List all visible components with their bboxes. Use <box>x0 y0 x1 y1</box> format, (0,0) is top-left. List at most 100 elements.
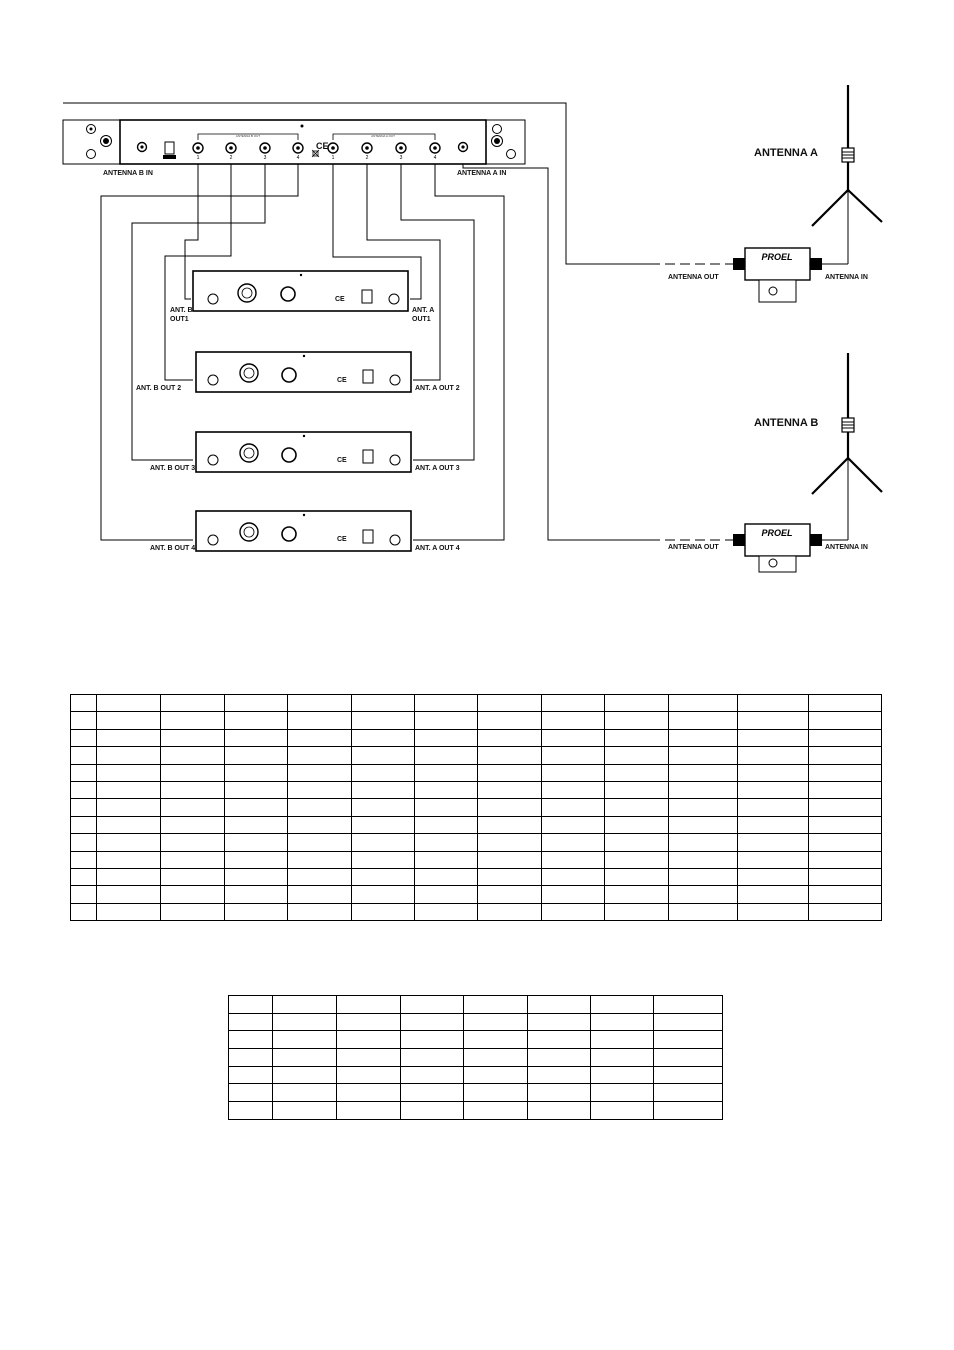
table-cell <box>70 850 97 869</box>
b-port-1: 1 <box>197 155 200 161</box>
antenna-a-in-label: ANTENNA A IN <box>457 170 506 177</box>
table-cell <box>287 763 352 782</box>
wiring-lines <box>63 102 735 541</box>
antenna-a-icon <box>811 85 883 264</box>
table-cell <box>463 1083 528 1103</box>
table-cell <box>414 763 478 782</box>
b-port-4: 4 <box>297 155 300 161</box>
table-cell <box>96 798 161 817</box>
ce-mark: CE <box>335 296 345 303</box>
table-cell <box>527 1048 591 1067</box>
table-cell <box>96 780 161 800</box>
table-cell <box>477 780 542 800</box>
table-cell <box>737 763 809 782</box>
table-cell <box>160 780 225 800</box>
table-cell <box>272 1083 337 1103</box>
table-cell <box>463 1065 528 1085</box>
table-cell <box>287 780 352 800</box>
table-cell <box>160 885 225 904</box>
table-cell <box>228 1012 273 1032</box>
b-out-jacks: 1 2 3 4 <box>192 142 304 161</box>
table-cell <box>224 746 288 765</box>
table-cell <box>96 833 161 852</box>
table-cell <box>96 693 161 713</box>
table-cell <box>527 1101 591 1120</box>
table-cell <box>287 867 352 887</box>
table-cell <box>414 885 478 904</box>
table-cell <box>808 728 882 748</box>
table-cell <box>653 1048 723 1067</box>
table-cell <box>351 885 415 904</box>
table-cell <box>414 711 478 730</box>
receiver-1: CE <box>192 270 409 312</box>
table-cell <box>224 780 288 800</box>
table-cell <box>463 995 528 1014</box>
ant-b-out3-label: ANT. B OUT 3 <box>150 465 195 472</box>
table-cell <box>737 780 809 800</box>
table-cell <box>224 850 288 869</box>
table-cell <box>653 1083 723 1103</box>
table-cell <box>70 885 97 904</box>
table-cell <box>604 711 669 730</box>
table-cell <box>477 902 542 922</box>
table-cell <box>737 902 809 922</box>
table-cell <box>668 867 738 887</box>
table-cell <box>414 850 478 869</box>
receiver-4: CE <box>195 510 412 552</box>
a-port-2: 2 <box>366 155 369 161</box>
table-cell <box>604 763 669 782</box>
table-cell <box>400 1083 464 1103</box>
table-cell <box>96 763 161 782</box>
table-cell <box>541 902 605 922</box>
table-cell <box>160 693 225 713</box>
table-cell <box>668 693 738 713</box>
table-cell <box>160 798 225 817</box>
table-cell <box>527 1030 591 1050</box>
weee-icon <box>311 149 320 158</box>
table-row <box>70 728 882 748</box>
table-cell <box>228 1048 273 1067</box>
table-cell <box>70 711 97 730</box>
table-cell <box>287 885 352 904</box>
table-cell <box>604 746 669 765</box>
antenna-distributor: ANTENNA B OUT ANTENNA A OUT 1 2 3 4 CE <box>62 119 526 165</box>
booster-b: PROEL <box>733 523 848 573</box>
table-cell <box>668 885 738 904</box>
table-cell <box>668 763 738 782</box>
table-cell <box>272 995 337 1014</box>
table-row <box>70 746 882 765</box>
table-cell <box>160 711 225 730</box>
table-row <box>228 1083 723 1103</box>
table-cell <box>287 693 352 713</box>
table-cell <box>351 746 415 765</box>
table-cell <box>336 1101 401 1120</box>
table-cell <box>541 885 605 904</box>
table-cell <box>590 1030 654 1050</box>
ant-a-out3-label: ANT. A OUT 3 <box>415 465 460 472</box>
table-cell <box>70 763 97 782</box>
table-cell <box>541 833 605 852</box>
table-cell <box>351 867 415 887</box>
table-cell <box>414 902 478 922</box>
table-row <box>70 815 882 835</box>
table-cell <box>477 746 542 765</box>
table-cell <box>604 693 669 713</box>
table-cell <box>477 833 542 852</box>
table-cell <box>477 711 542 730</box>
table-cell <box>96 728 161 748</box>
table-cell <box>160 746 225 765</box>
table-cell <box>336 1065 401 1085</box>
ant-a-out1-label: ANT. A <box>412 307 434 314</box>
table-cell <box>160 850 225 869</box>
table-cell <box>541 850 605 869</box>
booster-b-out-label: ANTENNA OUT <box>668 544 719 551</box>
table-cell <box>808 711 882 730</box>
frequency-table-2 <box>228 995 723 1120</box>
table-cell <box>604 885 669 904</box>
table-row <box>70 902 882 922</box>
table-cell <box>477 693 542 713</box>
table-cell <box>604 780 669 800</box>
booster-b-brand: PROEL <box>761 528 792 538</box>
table-cell <box>287 711 352 730</box>
ce-mark: CE <box>316 141 329 151</box>
